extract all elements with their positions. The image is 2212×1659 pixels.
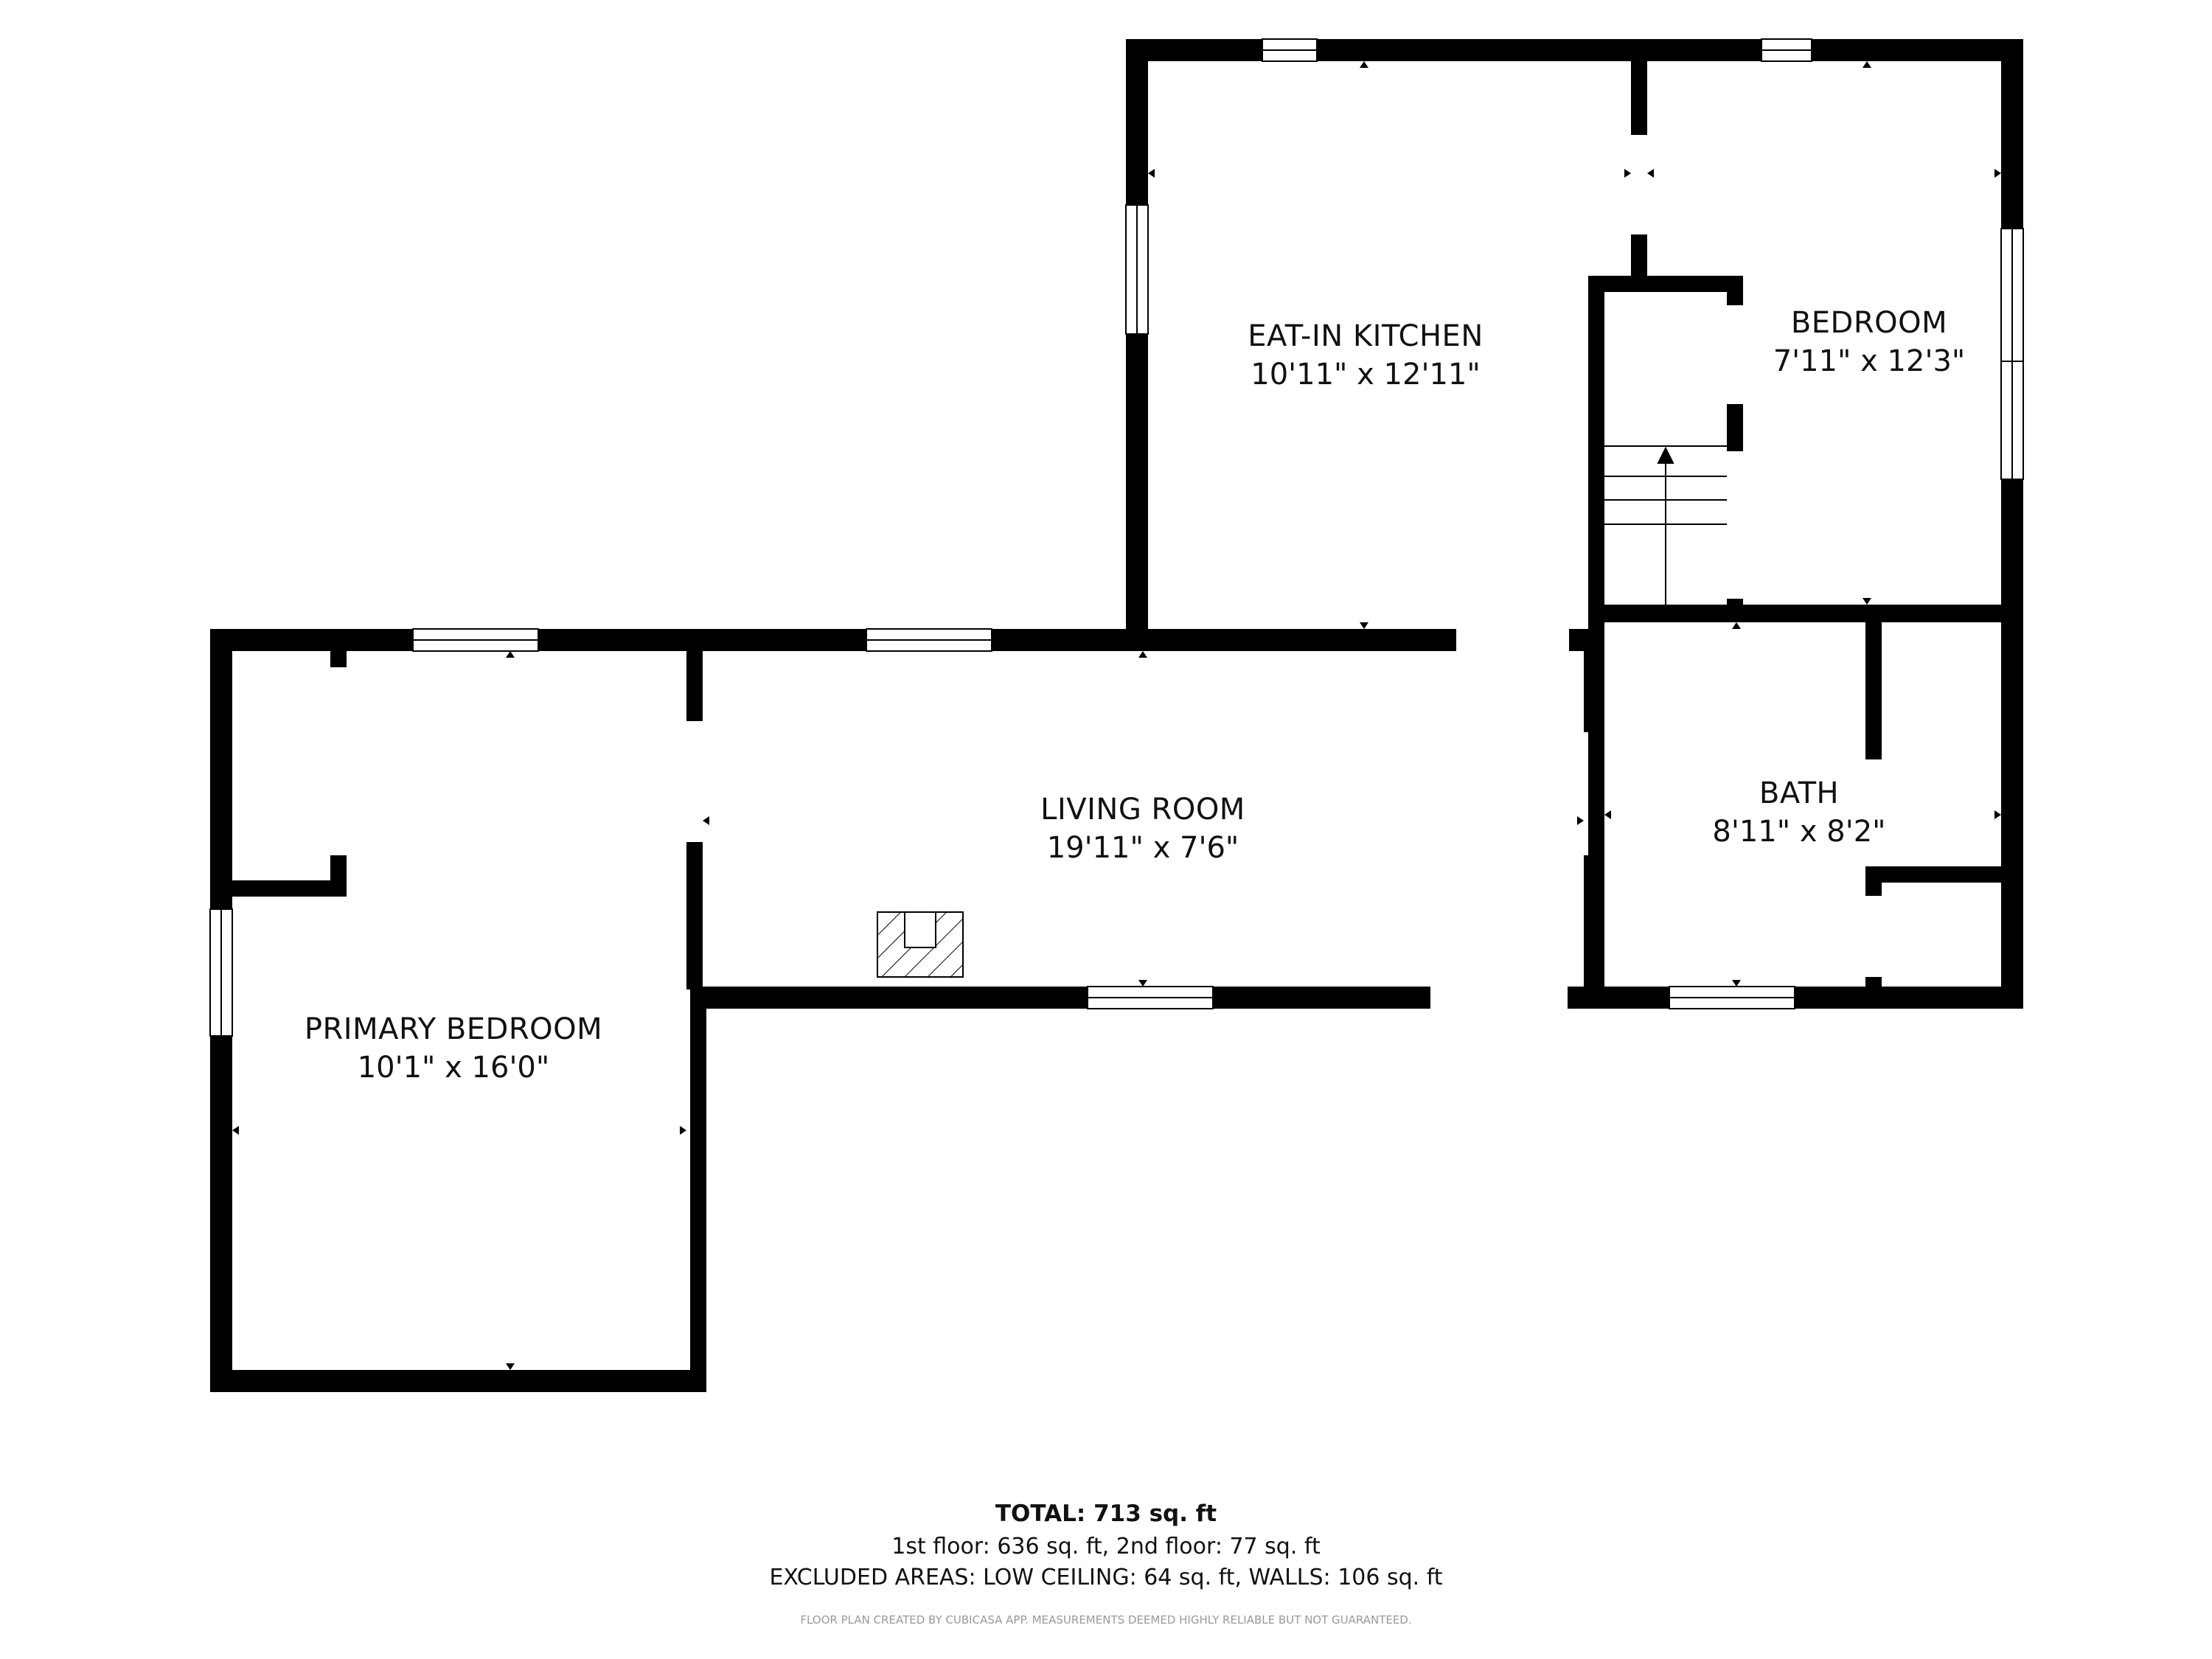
room-label-bath: BATH 8'11" x 8'2" bbox=[1712, 774, 1885, 851]
room-label-living-room: LIVING ROOM 19'11" x 7'6" bbox=[1040, 790, 1245, 867]
walls bbox=[210, 39, 2023, 1392]
room-name: LIVING ROOM bbox=[1040, 793, 1245, 827]
room-label-primary-bedroom: PRIMARY BEDROOM 10'1" x 16'0" bbox=[305, 1010, 602, 1087]
room-dimensions: 10'11" x 12'11" bbox=[1251, 358, 1481, 392]
room-label-eat-in-kitchen: EAT-IN KITCHEN 10'11" x 12'11" bbox=[1248, 317, 1483, 394]
stairs bbox=[1604, 445, 1727, 605]
room-dimensions: 7'11" x 12'3" bbox=[1773, 344, 1966, 378]
windows bbox=[209, 38, 2024, 1037]
room-name: PRIMARY BEDROOM bbox=[304, 1012, 603, 1046]
dimension-markers bbox=[232, 61, 2001, 1370]
fireplace-icon bbox=[877, 911, 964, 978]
room-name: BATH bbox=[1759, 776, 1840, 810]
room-dimensions: 10'1" x 16'0" bbox=[357, 1051, 550, 1085]
excluded-areas: EXCLUDED AREAS: LOW CEILING: 64 sq. ft, … bbox=[769, 1565, 1443, 1590]
room-name: BEDROOM bbox=[1790, 306, 1948, 340]
room-dimensions: 8'11" x 8'2" bbox=[1712, 815, 1886, 849]
total-area: TOTAL: 713 sq. ft bbox=[995, 1500, 1217, 1527]
stairs-up-arrow-icon bbox=[1657, 446, 1674, 464]
room-label-bedroom: BEDROOM 7'11" x 12'3" bbox=[1773, 304, 1966, 380]
room-dimensions: 19'11" x 7'6" bbox=[1046, 831, 1239, 865]
room-name: EAT-IN KITCHEN bbox=[1248, 319, 1484, 353]
floor-areas: 1st floor: 636 sq. ft, 2nd floor: 77 sq.… bbox=[891, 1534, 1321, 1559]
disclaimer: FLOOR PLAN CREATED BY CUBICASA APP. MEAS… bbox=[800, 1613, 1412, 1627]
